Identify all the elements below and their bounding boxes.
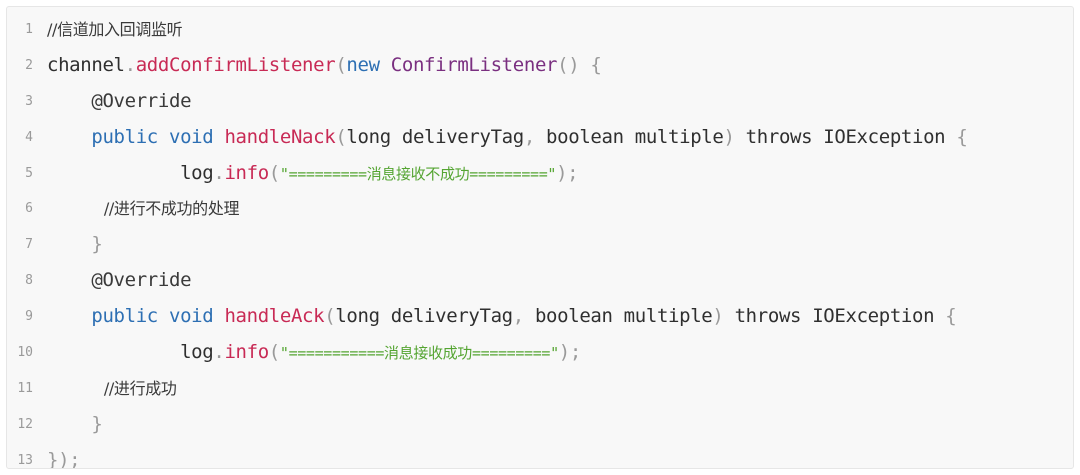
code-token-punct: ( xyxy=(268,161,280,184)
code-content: //进行不成功的处理 xyxy=(47,191,240,227)
code-token-punct: ( xyxy=(324,305,336,328)
code-token-method: info xyxy=(224,341,269,364)
line-number: 3 xyxy=(25,93,33,109)
code-content: @Override xyxy=(47,84,191,120)
line-number: 13 xyxy=(17,452,33,468)
line-number: 7 xyxy=(25,237,33,253)
code-token-class: ConfirmListener xyxy=(390,53,558,76)
code-line: 6 //进行不成功的处理 xyxy=(7,191,1073,227)
code-token-punct: , xyxy=(512,305,535,328)
code-token-method: addConfirmListener xyxy=(135,53,336,76)
code-token-punct: , xyxy=(523,125,547,148)
code-token-string: "=========消息接收不成功=========" xyxy=(279,164,557,183)
code-line: 7 } xyxy=(7,227,1073,263)
code-line: 10 log.info("===========消息接收成功========="… xyxy=(7,335,1073,371)
code-token-plain: log xyxy=(47,161,214,184)
code-token-plain: log xyxy=(47,341,214,364)
code-token-comment: //进行成功 xyxy=(47,378,177,398)
line-number: 2 xyxy=(25,57,33,73)
code-token-punct: ( xyxy=(335,125,347,148)
line-number: 8 xyxy=(25,273,33,289)
line-number: 6 xyxy=(25,201,33,217)
code-token-punct: { xyxy=(956,125,968,148)
code-content: log.info("=========消息接收不成功========="); xyxy=(47,156,579,193)
code-token-annotation: @Override xyxy=(47,89,192,112)
code-content: public void handleNack(long deliveryTag,… xyxy=(47,120,967,156)
code-token-keyword: public void xyxy=(47,125,225,148)
code-token-punct: ) xyxy=(723,125,746,148)
code-token-keyword: new xyxy=(346,53,391,76)
code-content: @Override xyxy=(47,263,191,299)
line-number: 10 xyxy=(17,345,33,361)
code-content: log.info("===========消息接收成功========="); xyxy=(47,335,581,372)
code-token-method: handleNack xyxy=(224,125,336,148)
code-token-punct: () { xyxy=(557,53,602,76)
code-token-comment: //信道加入回调监听 xyxy=(47,20,183,39)
code-token-punct: ( xyxy=(335,53,347,76)
code-content: } xyxy=(47,227,102,263)
code-token-punct: { xyxy=(945,305,957,328)
code-token-plain: channel xyxy=(47,53,125,76)
code-token-punct: ) xyxy=(712,305,735,328)
code-token-plain: throws IOException xyxy=(734,305,946,328)
code-line: 2 channel.addConfirmListener(new ConfirmL… xyxy=(7,48,1073,84)
code-line: 4 public void handleNack(long deliveryTa… xyxy=(7,120,1073,156)
code-line: 12 } xyxy=(7,407,1073,443)
code-token-keyword: public void xyxy=(47,305,225,328)
line-number: 1 xyxy=(25,22,33,37)
code-token-plain: throws IOException xyxy=(745,125,957,148)
code-line: 5 log.info("=========消息接收不成功========="); xyxy=(7,156,1073,192)
code-token-plain: boolean multiple xyxy=(546,125,724,148)
code-line: 3 @Override xyxy=(7,84,1073,120)
code-token-punct: ( xyxy=(268,341,280,364)
code-token-punct: ); xyxy=(558,341,582,364)
code-content: public void handleAck(long deliveryTag, … xyxy=(47,299,956,335)
code-content: //信道加入回调监听 xyxy=(47,12,183,48)
code-token-punct: } xyxy=(47,412,103,435)
code-token-punct: . xyxy=(213,341,225,364)
code-line: 8 @Override xyxy=(7,263,1073,299)
code-token-annotation: @Override xyxy=(47,269,192,292)
code-token-method: handleAck xyxy=(224,305,325,328)
code-token-plain: boolean multiple xyxy=(534,305,713,328)
line-number: 11 xyxy=(17,380,33,396)
code-content: }); xyxy=(47,443,81,469)
code-token-punct: . xyxy=(213,161,225,184)
code-token-punct: }); xyxy=(47,448,81,469)
line-number: 9 xyxy=(25,309,33,325)
line-number: 4 xyxy=(25,129,33,145)
code-token-comment: //进行不成功的处理 xyxy=(47,199,240,219)
code-token-method: info xyxy=(224,161,269,184)
code-token-string: "===========消息接收成功=========" xyxy=(279,344,559,363)
code-content: //进行成功 xyxy=(47,371,177,407)
code-token-punct: . xyxy=(124,53,136,76)
code-token-plain: long deliveryTag xyxy=(346,125,524,148)
code-content: channel.addConfirmListener(new ConfirmLi… xyxy=(47,48,602,84)
code-line: 9 public void handleAck(long deliveryTag… xyxy=(7,299,1073,335)
code-token-punct: ); xyxy=(556,161,579,184)
code-content: } xyxy=(47,407,102,443)
code-token-plain: long deliveryTag xyxy=(335,305,513,328)
code-line: 13}); xyxy=(7,443,1073,469)
code-line: 1 //信道加入回调监听 xyxy=(7,12,1073,48)
code-line: 11 //进行成功 xyxy=(7,371,1073,407)
line-number: 12 xyxy=(17,416,33,432)
code-token-punct: } xyxy=(47,233,103,256)
line-number: 5 xyxy=(25,165,33,181)
